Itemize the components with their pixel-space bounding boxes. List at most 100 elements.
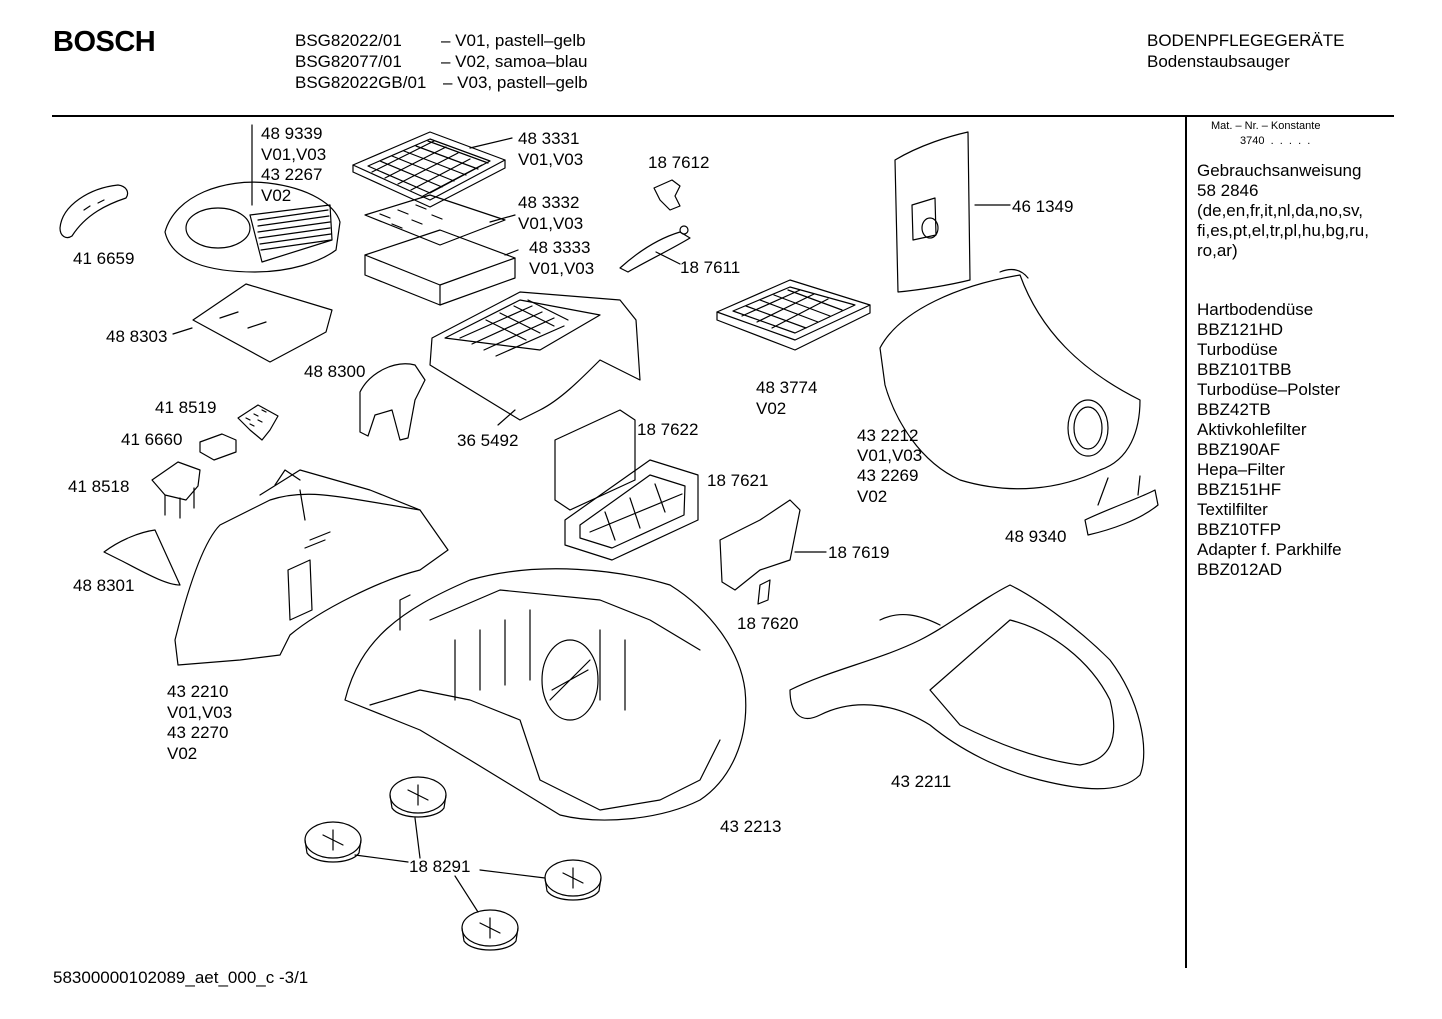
part-variant: V01,V03 — [261, 145, 327, 164]
part-number: 46 1349 — [1012, 197, 1074, 216]
mat-number-label: Mat. – Nr. – Konstante — [1211, 120, 1321, 132]
part-432213-drawing — [345, 569, 746, 820]
document-id: 58300000102089_aet_000_c -3/1 — [53, 968, 309, 987]
part-variant: V02 — [261, 186, 292, 205]
accessory-line: BBZ42TB — [1197, 400, 1271, 419]
part-483331-drawing — [353, 132, 512, 207]
part-variant: V01,V03 — [518, 214, 584, 233]
part-number: 43 2267 — [261, 165, 323, 184]
accessory-line: BBZ101TBB — [1197, 360, 1292, 379]
part-number: 43 2213 — [720, 817, 782, 836]
part-number: 48 8300 — [304, 362, 366, 381]
part-number: 18 7620 — [737, 614, 799, 633]
part-188291-wheel-drawing — [462, 910, 518, 950]
model-variant: – V01, pastell–gelb — [441, 31, 586, 50]
part-number: 41 6660 — [121, 430, 183, 449]
part-187622-drawing — [555, 410, 635, 510]
accessory-line: BBZ012AD — [1197, 560, 1283, 579]
accessory-line: Adapter f. Parkhilfe — [1197, 540, 1342, 559]
model-code: BSG82022GB/01 — [295, 73, 427, 92]
part-number: 18 7622 — [637, 420, 699, 439]
mat-number-value: 3740 . . . . . — [1240, 135, 1311, 147]
manual-line: fi,es,pt,el,tr,pl,hu,bg,ru, — [1197, 221, 1369, 240]
model-code: BSG82022/01 — [295, 31, 402, 50]
accessory-line: Textilfilter — [1197, 500, 1268, 519]
brand-logo: BOSCH — [53, 26, 156, 58]
part-variant: V01,V03 — [167, 703, 233, 722]
category-title: BODENPFLEGEGERÄTE — [1147, 31, 1345, 50]
sidebar-divider — [1185, 116, 1187, 968]
part-number: 48 3774 — [756, 378, 818, 397]
part-number: 43 2270 — [167, 723, 229, 742]
part-number: 48 3331 — [518, 129, 580, 148]
model-variant: – V02, samoa–blau — [441, 52, 588, 71]
part-number: 48 3332 — [518, 193, 580, 212]
part-489340-drawing — [1085, 476, 1158, 535]
part-number: 43 2211 — [891, 772, 952, 791]
part-variant: V01,V03 — [518, 150, 584, 169]
model-variant: – V03, pastell–gelb — [443, 73, 588, 92]
part-variant: V02 — [756, 399, 787, 418]
part-number: 36 5492 — [457, 431, 519, 450]
part-number: 48 9339 — [261, 124, 323, 143]
part-483774-drawing — [717, 280, 870, 350]
accessory-line: Hartbodendüse — [1197, 300, 1314, 319]
part-187619-drawing — [720, 500, 826, 590]
accessory-line: Turbodüse — [1197, 340, 1278, 359]
part-number: 18 7611 — [680, 258, 741, 277]
part-461349-drawing — [895, 132, 1010, 292]
part-489339-drawing — [165, 125, 340, 272]
accessory-line: BBZ151HF — [1197, 480, 1282, 499]
part-number: 18 7621 — [707, 471, 769, 490]
part-432212-drawing — [880, 270, 1140, 489]
part-187620-drawing — [758, 580, 770, 604]
part-variant: V02 — [167, 744, 198, 763]
part-number: 43 2212 — [857, 426, 919, 445]
part-number: 48 8301 — [73, 576, 135, 595]
manual-line: (de,en,fr,it,nl,da,no,sv, — [1197, 201, 1363, 220]
part-number: 43 2269 — [857, 466, 919, 485]
part-number: 41 8518 — [68, 477, 130, 496]
part-188291-wheel-drawing — [390, 777, 446, 817]
manual-line: Gebrauchsanweisung — [1197, 161, 1362, 180]
manual-line: ro,ar) — [1197, 241, 1238, 260]
part-488301-drawing — [104, 530, 180, 585]
part-416659-drawing — [60, 185, 128, 238]
part-variant: V02 — [857, 487, 888, 506]
part-number: 48 9340 — [1005, 527, 1067, 546]
part-187611-drawing — [620, 226, 690, 272]
manual-line: 58 2846 — [1197, 181, 1259, 200]
accessory-line: BBZ121HD — [1197, 320, 1283, 339]
accessory-line: Aktivkohlefilter — [1197, 420, 1307, 439]
part-number: 18 8291 — [409, 857, 471, 876]
part-432210-drawing — [175, 470, 448, 665]
part-488300-drawing — [360, 364, 425, 440]
part-number: 41 8519 — [155, 398, 217, 417]
model-code: BSG82077/01 — [295, 52, 402, 71]
part-number: 43 2210 — [167, 682, 229, 701]
part-number: 48 3333 — [529, 238, 591, 257]
part-416660-drawing — [200, 434, 236, 460]
accessory-line: Hepa–Filter — [1197, 460, 1285, 479]
accessory-line: Turbodüse–Polster — [1197, 380, 1341, 399]
part-187612-drawing — [654, 180, 680, 210]
leader-lines-188291 — [355, 818, 545, 912]
part-187621-drawing — [565, 460, 698, 560]
part-188291-wheel-drawing — [545, 860, 601, 900]
part-432211-drawing — [790, 585, 1144, 789]
part-number: 41 6659 — [73, 249, 135, 268]
header-divider — [52, 115, 1394, 117]
part-number: 18 7619 — [828, 543, 890, 562]
accessory-line: BBZ10TFP — [1197, 520, 1282, 539]
part-365492-drawing — [430, 292, 640, 425]
accessory-line: BBZ190AF — [1197, 440, 1281, 459]
part-483333-drawing — [365, 230, 518, 305]
part-483332-drawing — [365, 195, 515, 245]
subcategory-title: Bodenstaubsauger — [1147, 52, 1290, 71]
part-number: 18 7612 — [648, 153, 710, 172]
part-488303-drawing — [173, 284, 332, 362]
part-number: 48 8303 — [106, 327, 168, 346]
part-418519-drawing — [238, 405, 278, 440]
part-variant: V01,V03 — [529, 259, 595, 278]
